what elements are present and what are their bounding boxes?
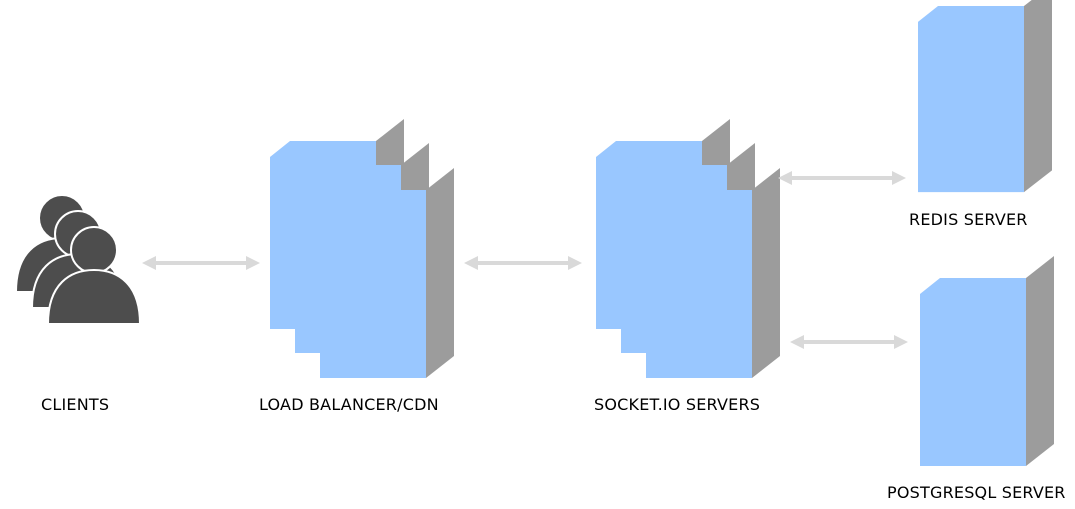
redis-server-icon [918, 0, 1052, 193]
postgresql-server-icon [920, 256, 1054, 466]
clients-label: CLIENTS [41, 395, 110, 414]
socketio-server-stack-icon [596, 119, 780, 378]
redis-server-label: REDIS SERVER [909, 210, 1028, 229]
load-balancer-label: LOAD BALANCER/CDN [259, 395, 439, 414]
connectors [142, 171, 908, 349]
load-balancer-server-stack-icon [270, 119, 454, 378]
postgresql-server-label: POSTGRESQL SERVER [887, 483, 1066, 502]
users-icon [14, 194, 142, 325]
connector-socketio-redis [778, 171, 906, 185]
socketio-servers-label: SOCKET.IO SERVERS [594, 395, 761, 414]
connector-clients-load-balancer [142, 256, 260, 270]
connector-load-balancer-socketio [464, 256, 582, 270]
connector-socketio-postgresql [790, 335, 908, 349]
